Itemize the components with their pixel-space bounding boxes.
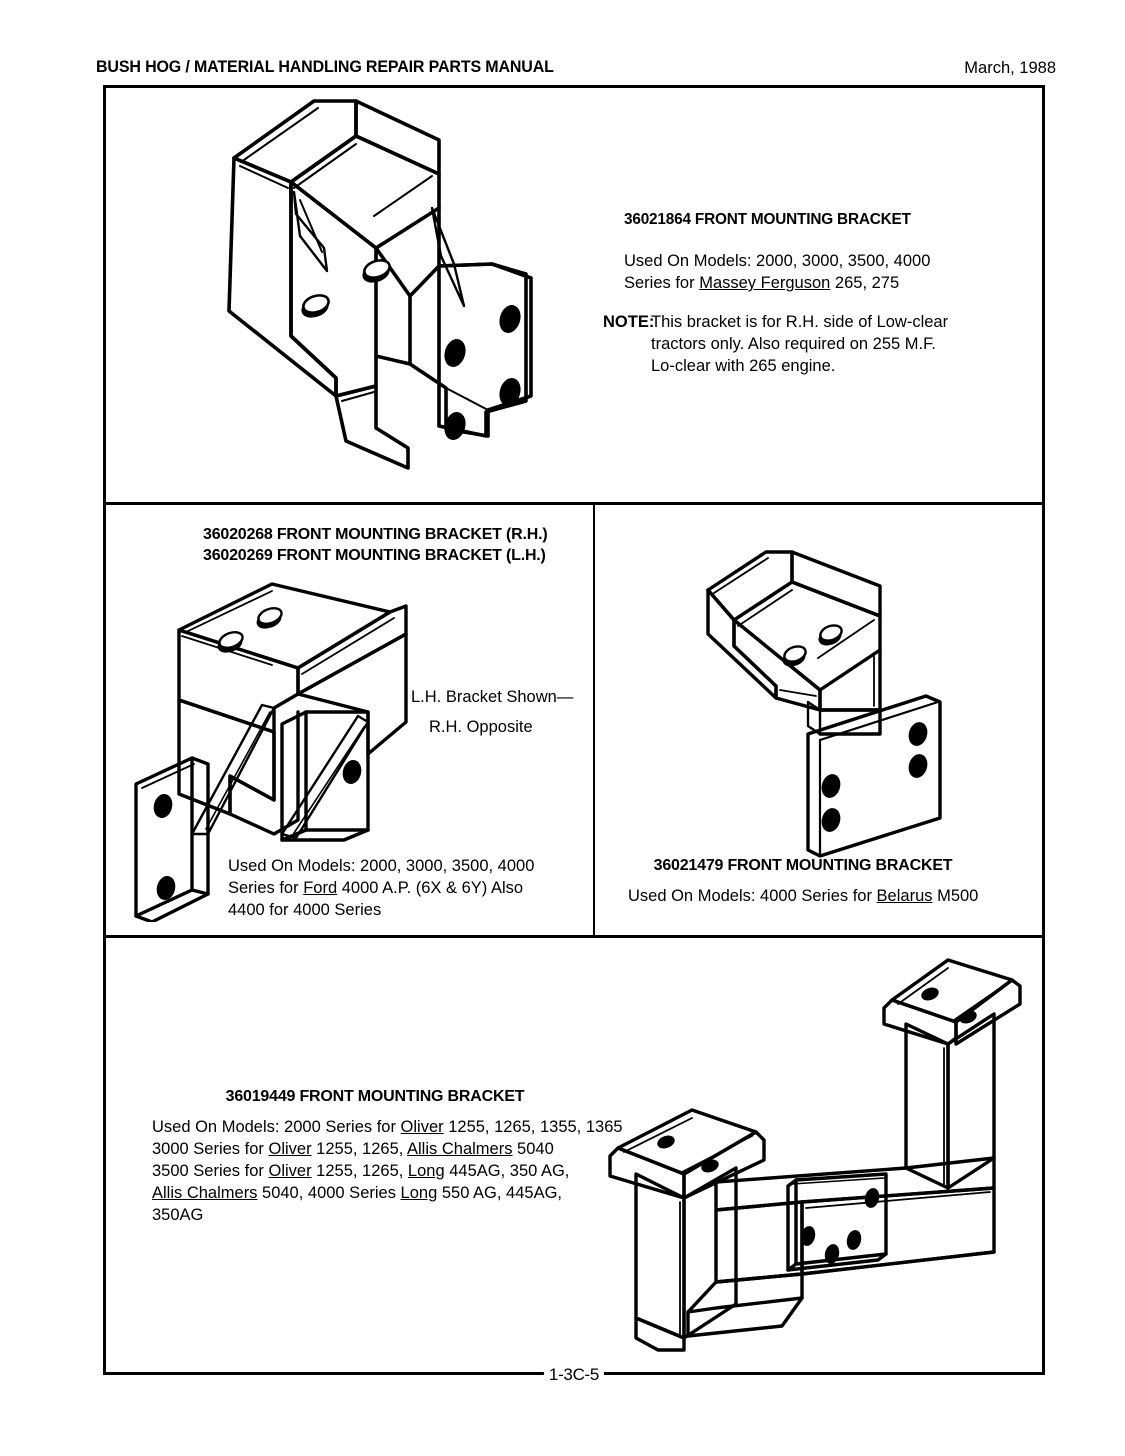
- panel2-models-line2: Series for Ford 4000 A.P. (6X & 6Y) Also: [228, 877, 534, 899]
- panel2-callout-line1: L.H. Bracket Shown—: [411, 688, 574, 706]
- panel2-part-title-rh: 36020268 FRONT MOUNTING BRACKET (R.H.): [203, 526, 548, 543]
- panel3-part-title: 36021479 FRONT MOUNTING BRACKET: [653, 857, 953, 874]
- panel4-models-line4: Allis Chalmers 5040, 4000 Series Long 55…: [152, 1182, 623, 1204]
- panel4-line2-middle: 1255, 1265,: [311, 1140, 408, 1158]
- panel4-models-block: Used On Models: 2000 Series for Oliver 1…: [152, 1116, 623, 1226]
- panel-divider-lower: [106, 935, 1042, 938]
- panel4-models-line1: Used On Models: 2000 Series for Oliver 1…: [152, 1116, 623, 1138]
- panel1-note-line3: Lo-clear with 265 engine.: [651, 357, 836, 375]
- panel2-models-line2-suffix: 4000 A.P. (6X & 6Y) Also: [337, 879, 524, 897]
- page-header: BUSH HOG / MATERIAL HANDLING REPAIR PART…: [96, 58, 1056, 84]
- panel1-models-block: Used On Models: 2000, 3000, 3500, 4000 S…: [624, 250, 930, 294]
- panel2-title-block: 36020268 FRONT MOUNTING BRACKET (R.H.) 3…: [203, 524, 548, 566]
- panel4-line4-brand2: Long: [400, 1184, 438, 1202]
- panel4-line2-brand2: Allis Chalmers: [407, 1140, 513, 1158]
- panel4-title-block: 36019449 FRONT MOUNTING BRACKET: [155, 1086, 595, 1107]
- panel3-models-line: Used On Models: 4000 Series for Belarus …: [628, 885, 978, 907]
- panel4-line3-prefix: 3500 Series for: [152, 1162, 269, 1180]
- panel1-models-line2-suffix: 265, 275: [830, 274, 900, 292]
- panel-divider-vertical: [593, 502, 595, 935]
- panel4-line1-brand: Oliver: [400, 1118, 444, 1136]
- panel2-callout-line2: R.H. Opposite: [429, 718, 533, 736]
- panel1-note-line2: tractors only. Also required on 255 M.F.: [651, 335, 936, 353]
- panel1-note-line1: This bracket is for R.H. side of Low-cle…: [651, 313, 949, 331]
- panel1-brand-name: Massey Ferguson: [699, 274, 831, 292]
- panel4-models-line5: 350AG: [152, 1206, 204, 1224]
- panel1-title-block: 36021864 FRONT MOUNTING BRACKET: [624, 209, 923, 230]
- panel2-models-line3: 4400 for 4000 Series: [228, 901, 382, 919]
- panel4-line2-prefix: 3000 Series for: [152, 1140, 269, 1158]
- panel3-brand-name: Belarus: [876, 887, 933, 905]
- panel4-line1-prefix: Used On Models: 2000 Series for: [152, 1118, 401, 1136]
- panel1-note-block: NOTE: This bracket is for R.H. side of L…: [603, 311, 963, 377]
- panel1-note-label: NOTE:: [603, 313, 655, 331]
- panel-divider-upper: [106, 502, 1042, 505]
- panel4-line3-suffix: 445AG, 350 AG,: [444, 1162, 570, 1180]
- panel4-line1-suffix: 1255, 1265, 1355, 1365: [443, 1118, 623, 1136]
- panel4-line2-suffix: 5040: [512, 1140, 554, 1158]
- panel1-part-title: 36021864 FRONT MOUNTING BRACKET: [624, 211, 911, 228]
- panel3-models-prefix: Used On Models: 4000 Series for: [628, 887, 877, 905]
- panel4-line4-brand1: Allis Chalmers: [152, 1184, 258, 1202]
- bracket-illustration-36020268-36020269: [122, 572, 452, 922]
- panel4-line3-middle: 1255, 1265,: [311, 1162, 408, 1180]
- panel4-part-title: 36019449 FRONT MOUNTING BRACKET: [225, 1088, 525, 1105]
- panel4-models-line2: 3000 Series for Oliver 1255, 1265, Allis…: [152, 1138, 623, 1160]
- bracket-illustration-36021479: [668, 538, 998, 858]
- bracket-illustration-36019449: [596, 952, 1051, 1352]
- publication-date: March, 1988: [964, 59, 1056, 77]
- panel3-models-suffix: M500: [932, 887, 979, 905]
- bracket-illustration-36021864: [196, 96, 576, 496]
- panel2-brand-name: Ford: [303, 879, 338, 897]
- illustration-frame: 1-3C-5: [103, 85, 1045, 1386]
- page-number: 1-3C-5: [543, 1364, 605, 1386]
- panel2-models-line2-prefix: Series for: [228, 879, 304, 897]
- panel3-title-block: 36021479 FRONT MOUNTING BRACKET: [628, 855, 978, 876]
- panel1-models-line1: Used On Models: 2000, 3000, 3500, 4000: [624, 252, 931, 270]
- panel2-models-block: Used On Models: 2000, 3000, 3500, 4000 S…: [228, 855, 534, 921]
- panel1-models-line2-prefix: Series for: [624, 274, 700, 292]
- panel2-callout-block: L.H. Bracket Shown— R.H. Opposite: [411, 682, 573, 742]
- panel4-line3-brand2: Long: [407, 1162, 445, 1180]
- panel4-line3-brand1: Oliver: [268, 1162, 312, 1180]
- manual-title: BUSH HOG / MATERIAL HANDLING REPAIR PART…: [96, 58, 554, 76]
- panel4-line2-brand1: Oliver: [268, 1140, 312, 1158]
- panel4-line4-middle: 5040, 4000 Series: [257, 1184, 401, 1202]
- panel3-models-block: Used On Models: 4000 Series for Belarus …: [628, 885, 978, 907]
- panel2-part-title-lh: 36020269 FRONT MOUNTING BRACKET (L.H.): [203, 547, 546, 564]
- panel2-models-line1: Used On Models: 2000, 3000, 3500, 4000: [228, 857, 535, 875]
- panel4-models-line3: 3500 Series for Oliver 1255, 1265, Long …: [152, 1160, 623, 1182]
- panel4-line4-suffix: 550 AG, 445AG,: [437, 1184, 563, 1202]
- panel1-models-line2: Series for Massey Ferguson 265, 275: [624, 272, 930, 294]
